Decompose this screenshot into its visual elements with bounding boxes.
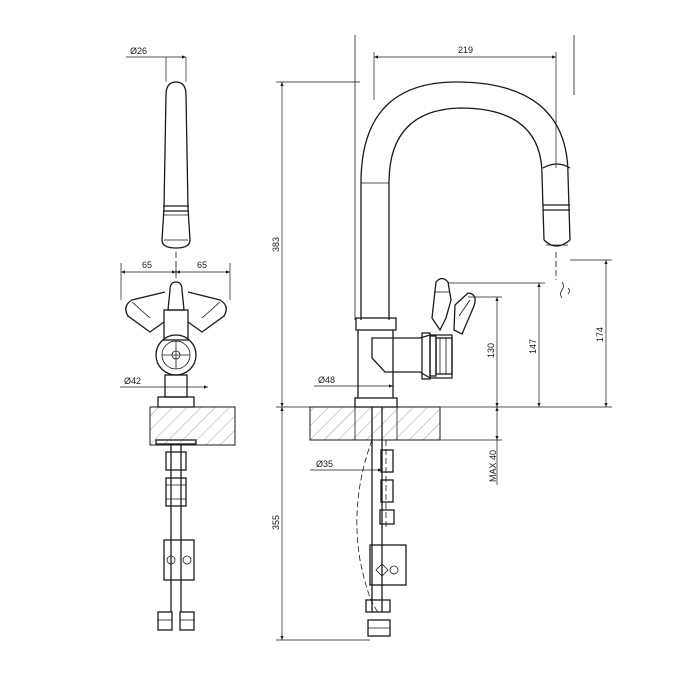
dim-355: 355 bbox=[271, 515, 281, 530]
front-lever-body bbox=[371, 334, 453, 379]
dim-d48: Ø48 bbox=[318, 375, 335, 385]
front-view-dimensions: 219 383 Ø48 130 147 174 MAX 40 Ø35 bbox=[271, 45, 612, 641]
dim-65-left: 65 bbox=[142, 260, 152, 270]
dim-d42: Ø42 bbox=[124, 376, 141, 386]
side-view-dimensions: Ø26 65 65 Ø42 bbox=[120, 46, 231, 390]
side-handle-left bbox=[125, 291, 166, 333]
dim-max40: MAX 40 bbox=[488, 450, 498, 482]
front-valve-box bbox=[369, 544, 407, 586]
side-spout bbox=[161, 81, 191, 249]
front-view bbox=[309, 35, 575, 637]
dim-d35: Ø35 bbox=[316, 459, 333, 469]
front-spout-outer bbox=[360, 81, 571, 320]
side-handle-right bbox=[187, 291, 227, 333]
dim-65-right: 65 bbox=[197, 260, 207, 270]
side-view bbox=[125, 81, 236, 631]
front-spout-inner bbox=[388, 107, 545, 320]
side-counter bbox=[149, 406, 236, 446]
dim-383: 383 bbox=[271, 237, 281, 252]
dim-d26: Ø26 bbox=[130, 46, 147, 56]
dim-130: 130 bbox=[486, 343, 496, 358]
dim-174: 174 bbox=[595, 327, 605, 342]
dim-147: 147 bbox=[528, 339, 538, 354]
dim-219: 219 bbox=[458, 45, 473, 55]
front-counter bbox=[309, 406, 441, 441]
